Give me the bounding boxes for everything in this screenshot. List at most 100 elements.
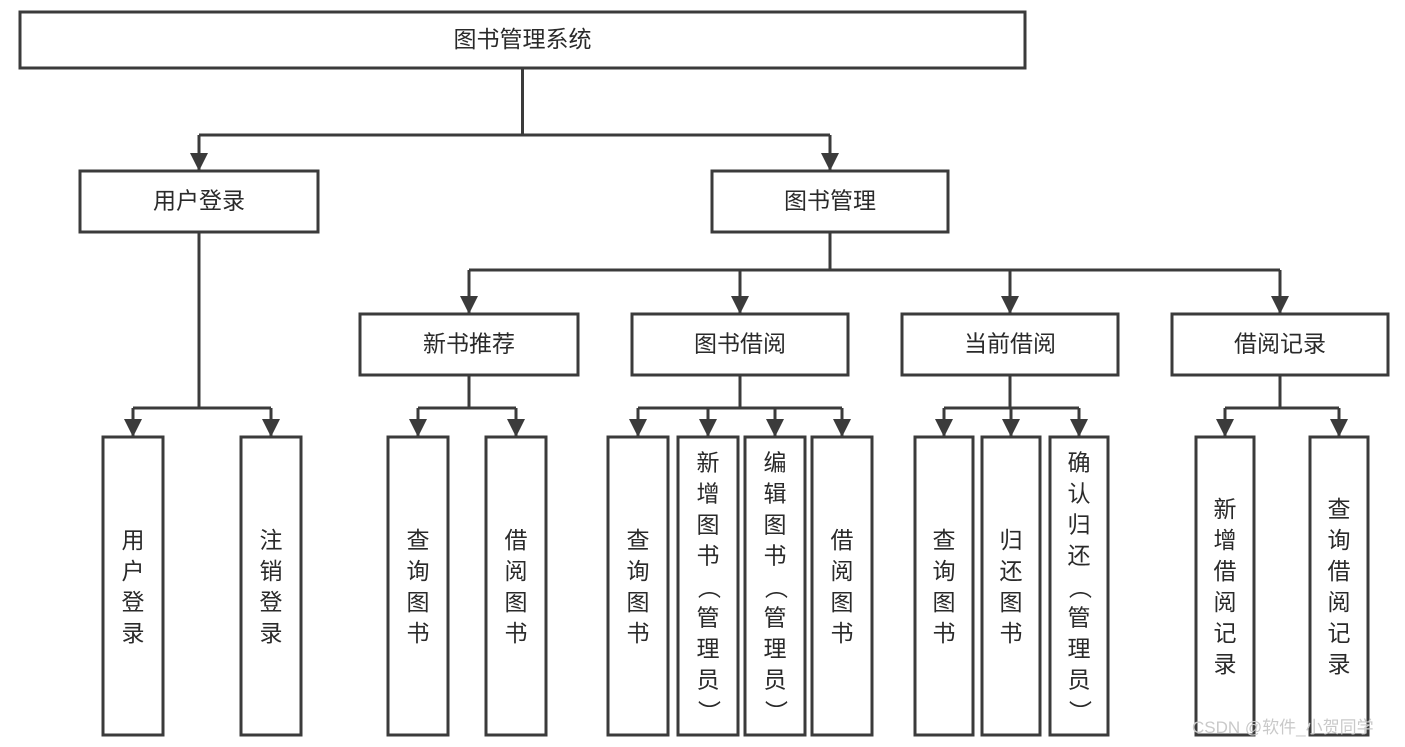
node-label-char: 销 — [260, 558, 283, 584]
node-box-bookmgmt[interactable] — [710, 169, 950, 234]
node-label-char: 图 — [831, 589, 854, 615]
node-records[interactable]: 借阅记录 — [1170, 312, 1390, 377]
arrow-head-icon — [1070, 419, 1088, 437]
node-box-current-1[interactable] — [913, 435, 975, 737]
node-label-char: 归 — [1068, 512, 1091, 538]
node-label-char: 记 — [1328, 620, 1351, 646]
node-box-current-3[interactable] — [1048, 435, 1110, 737]
node-box-newbook-2[interactable] — [484, 435, 548, 737]
node-label-char: 书 — [407, 620, 430, 646]
node-box-borrow-2[interactable] — [676, 435, 740, 737]
arrow-head-icon — [821, 153, 839, 171]
node-label-root: 图书管理系统 — [454, 26, 592, 52]
arrow-head-icon — [699, 419, 717, 437]
node-login-1[interactable]: 用户登录 — [101, 435, 165, 737]
node-box-borrow-4[interactable] — [810, 435, 874, 737]
node-label-char: 管 — [764, 605, 787, 631]
node-box-newbook-1[interactable] — [386, 435, 450, 737]
node-label-char: 书 — [764, 543, 787, 569]
node-label-char: 查 — [933, 527, 956, 553]
node-box-records[interactable] — [1170, 312, 1390, 377]
node-label-char: 图 — [407, 589, 430, 615]
node-label-char: 认 — [1068, 481, 1091, 507]
node-label-char: 查 — [407, 527, 430, 553]
node-label-char: 还 — [1000, 558, 1023, 584]
node-label-char: 用 — [122, 527, 145, 553]
arrow-head-icon — [507, 419, 525, 437]
node-label-char: 询 — [627, 558, 650, 584]
node-label-char: 书 — [1000, 620, 1023, 646]
node-box-borrow-1[interactable] — [606, 435, 670, 737]
csdn-watermark: CSDN @软件_小贺同学 — [1192, 718, 1374, 737]
arrow-head-icon — [629, 419, 647, 437]
node-box-login-2[interactable] — [239, 435, 303, 737]
node-box-borrow-3[interactable] — [743, 435, 807, 737]
node-bookmgmt[interactable]: 图书管理 — [710, 169, 950, 234]
node-label-char: 还 — [1068, 543, 1091, 569]
node-label-char: 增 — [1214, 527, 1237, 553]
node-label-char: 阅 — [1214, 589, 1237, 615]
node-label-char: 阅 — [1328, 589, 1351, 615]
node-label-login: 用户登录 — [153, 188, 245, 214]
node-newbook[interactable]: 新书推荐 — [358, 312, 580, 377]
node-box-newbook[interactable] — [358, 312, 580, 377]
node-current[interactable]: 当前借阅 — [900, 312, 1120, 377]
node-label-char: 借 — [831, 527, 854, 553]
nodes-layer: 图书管理系统用户登录图书管理新书推荐图书借阅当前借阅借阅记录用户登录注销登录查询… — [18, 10, 1390, 737]
node-box-records-1[interactable] — [1194, 435, 1256, 737]
node-label-char: 登 — [260, 589, 283, 615]
edge-group-newbook — [409, 375, 525, 437]
node-box-current-2[interactable] — [980, 435, 1042, 737]
node-label-char: 户 — [122, 558, 145, 584]
node-label-char: 询 — [1328, 527, 1351, 553]
node-label-char: （ — [763, 576, 789, 599]
node-label-char: 书 — [627, 620, 650, 646]
node-label-bookmgmt: 图书管理 — [784, 188, 876, 214]
node-label-char: 录 — [1214, 651, 1237, 677]
arrow-head-icon — [1330, 419, 1348, 437]
arrow-head-icon — [460, 296, 478, 314]
node-box-borrow[interactable] — [630, 312, 850, 377]
arrow-head-icon — [409, 419, 427, 437]
node-root[interactable]: 图书管理系统 — [18, 10, 1027, 70]
node-box-records-2[interactable] — [1308, 435, 1370, 737]
arrow-head-icon — [833, 419, 851, 437]
node-label-char: 书 — [697, 543, 720, 569]
node-login[interactable]: 用户登录 — [78, 169, 320, 234]
node-box-current[interactable] — [900, 312, 1120, 377]
node-box-login-1[interactable] — [101, 435, 165, 737]
node-label-char: ） — [1067, 700, 1093, 723]
node-label-char: 阅 — [831, 558, 854, 584]
edge-group-root — [190, 68, 839, 171]
node-label-char: ） — [763, 700, 789, 723]
edge-group-bookmgmt — [460, 232, 1289, 314]
node-label-char: 员 — [764, 667, 787, 693]
arrow-head-icon — [1271, 296, 1289, 314]
node-label-char: 书 — [505, 620, 528, 646]
node-label-char: 新 — [697, 450, 720, 476]
node-box-root[interactable] — [18, 10, 1027, 70]
node-label-char: 理 — [697, 636, 720, 662]
node-borrow[interactable]: 图书借阅 — [630, 312, 850, 377]
node-box-login[interactable] — [78, 169, 320, 234]
node-label-char: 图 — [933, 589, 956, 615]
